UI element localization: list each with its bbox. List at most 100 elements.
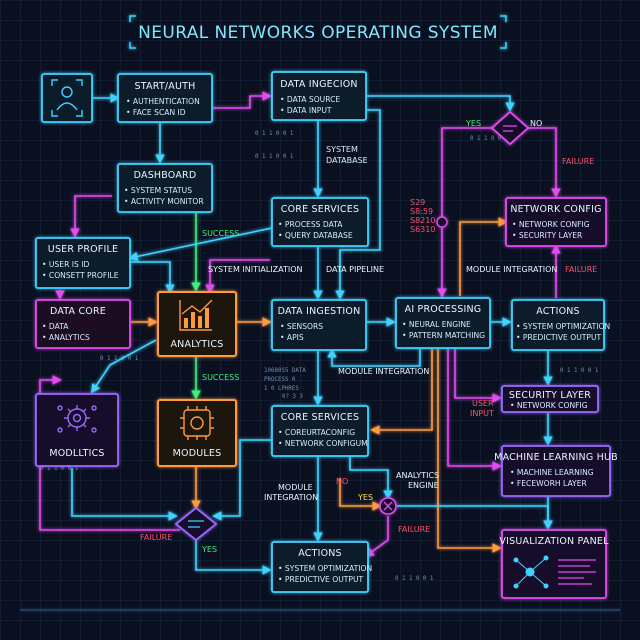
arrow-ai-to-visual [437, 348, 502, 553]
box-modlltics[interactable]: MODLLTICS [35, 393, 119, 467]
security-layer-item-1: • NETWORK CONFIG [510, 401, 588, 410]
core-services-mid-item-1: • COREURTACONFIG [278, 428, 355, 437]
user-profile-title: USER PROFILE [48, 244, 118, 255]
arrow-ai-to-netconfig [459, 217, 508, 296]
box-actions-bottom[interactable]: ACTIONS • SYSTEM OPTIMIZATION • PREDICTI… [271, 541, 372, 593]
start-auth-item-1: • AUTHENTICATION [126, 97, 200, 106]
code-text-1: 0 1 1 0 0 1 [255, 131, 294, 137]
box-ai-processing[interactable]: AI PROCESSING • NEURAL ENGINE • PATTERN … [395, 297, 491, 349]
label-data-pipeline: DATA PIPELINE [326, 265, 384, 274]
arrow-ai-back-ingestion [327, 348, 421, 367]
arrow-system-init [205, 259, 270, 294]
box-analytics[interactable]: ANALYTICS [157, 291, 237, 357]
ml-hub-item-1: • MACHINE LEARNING [510, 468, 594, 477]
box-modules[interactable]: MODULES [157, 399, 237, 467]
box-actions-right[interactable]: ACTIONS • SYSTEM OPTIMIZATION • PREDICTI… [511, 299, 610, 351]
arrow-modlltics-to-decision [71, 468, 178, 521]
ai-processing-item-1: • NEURAL ENGINE [402, 320, 471, 329]
box-core-services-mid[interactable]: CORE SERVICES • COREURTACONFIG • NETWORK… [271, 405, 369, 457]
label-no-top: NO [530, 119, 542, 128]
arrow-ai-to-coremid [370, 348, 433, 435]
box-data-ingestion[interactable]: DATA INGESTION • SENSORS • APIS [271, 299, 367, 351]
dashboard-item-2: • ACTIVITY MONITOR [124, 197, 204, 206]
user-profile-item-1: • USER IS ID [42, 260, 89, 269]
code-text-11: 0 1 1 0 0 1 [395, 576, 434, 582]
code-text-7: 0 1 1 0 0 1 [470, 136, 509, 142]
label-system-initialization: SYSTEM INITIALIZATION [208, 265, 303, 274]
modlltics-title: MODLLTICS [49, 448, 104, 459]
data-ingecion-title: DATA INGECION [280, 79, 357, 90]
actions-bottom-item-2: • PREDICTIVE OUTPUT [278, 575, 364, 584]
code-red-3: S8210 [410, 216, 435, 225]
box-start-auth[interactable]: START/AUTH • AUTHENTICATION • FACE SCAN … [117, 73, 213, 123]
box-ml-hub[interactable]: MACHINE LEARNING HUB • MACHINE LEARNING … [494, 445, 618, 497]
data-core-item-1: • DATA [42, 322, 69, 331]
label-module-integration-right: MODULE INTEGRATION [466, 265, 557, 274]
label-failure-left: FAILURE [140, 533, 172, 542]
decision-small-node [436, 216, 448, 228]
label-system: SYSTEM [326, 145, 358, 154]
code-snippets: 0 1 1 0 0 1 0 1 1 0 0 1 10680S5 DATA PRO… [40, 131, 599, 582]
label-failure-mid: FAILURE [398, 525, 430, 534]
network-config-item-2: • SECURITY LAYER [512, 231, 583, 240]
data-ingestion-item-1: • SENSORS [280, 322, 323, 331]
label-user: USER [472, 399, 494, 408]
box-security-layer[interactable]: SECURITY LAYER • NETWORK CONFIG [501, 385, 599, 413]
decision-x-node[interactable] [379, 497, 397, 515]
arrow-ingecion-to-decision [366, 95, 515, 112]
arrow-ai-to-mlhub [447, 348, 502, 471]
data-ingecion-item-2: • DATA INPUT [280, 106, 332, 115]
actions-right-item-1: • SYSTEM OPTIMIZATION [516, 322, 610, 331]
data-ingestion-item-2: • APIS [280, 333, 304, 342]
flow-labels: YES NO FAILURE SYSTEM DATABASE SUCCESS S… [140, 119, 597, 554]
analytics-chart-icon [179, 299, 213, 331]
label-input: INPUT [470, 409, 494, 418]
core-services-top-title: CORE SERVICES [281, 204, 359, 215]
data-ingestion-title: DATA INGESTION [278, 306, 361, 317]
analytics-title: ANALYTICS [170, 339, 223, 350]
gear-network-icon [57, 405, 97, 433]
arrow-analytics-to-modlltics [90, 339, 157, 394]
decision-diamond-bottom[interactable] [174, 506, 218, 542]
label-success-2: SUCCESS [202, 373, 239, 382]
actions-bottom-title: ACTIONS [298, 548, 342, 559]
box-core-services-top[interactable]: CORE SERVICES • PROCESS DATA • QUERY DAT… [271, 197, 369, 247]
box-network-config[interactable]: NETWORK CONFIG • NETWORK CONFIG • SECURI… [505, 197, 607, 247]
dashboard-item-1: • SYSTEM STATUS [124, 186, 192, 195]
actions-right-item-2: • PREDICTIVE OUTPUT [516, 333, 602, 342]
box-dashboard[interactable]: DASHBOARD • SYSTEM STATUS • ACTIVITY MON… [117, 163, 213, 213]
close-x-icon [383, 501, 393, 511]
label-no-mid: NO [336, 477, 348, 486]
arrow-ingecion-to-ingestion [335, 109, 381, 300]
start-auth-item-2: • FACE SCAN ID [126, 108, 186, 117]
box-visualization-panel[interactable]: VISUALIZATION PANEL [499, 529, 609, 599]
code-text-5: 1 0 LPHRES [264, 386, 299, 392]
actions-right-title: ACTIONS [536, 306, 580, 317]
data-ingecion-item-1: • DATA SOURCE [280, 95, 340, 104]
actions-bottom-item-1: • SYSTEM OPTIMIZATION [278, 564, 372, 573]
dashboard-title: DASHBOARD [134, 170, 197, 181]
arrow-core-to-profile [128, 227, 273, 262]
arrow-ai-to-security [454, 348, 502, 403]
label-analytics-engine-1: ANALYTICS [396, 471, 439, 480]
data-core-item-2: • ANALYTICS [42, 333, 90, 342]
code-text-2: 0 1 1 0 0 1 [255, 154, 294, 160]
network-config-title: NETWORK CONFIG [510, 204, 601, 215]
box-data-ingecion[interactable]: DATA INGECION • DATA SOURCE • DATA INPUT [271, 71, 367, 121]
code-red-1: S29 [410, 198, 425, 207]
code-text-8: 0 1 1 0 0 1 [40, 466, 79, 472]
label-yes-top: YES [465, 119, 481, 128]
user-profile-item-2: • CONSETT PROFILE [42, 271, 119, 280]
decision-diamond-top[interactable] [490, 110, 530, 146]
label-database: DATABASE [326, 156, 368, 165]
box-user-profile[interactable]: USER PROFILE • USER IS ID • CONSETT PROF… [35, 237, 131, 289]
start-auth-title: START/AUTH [135, 81, 196, 92]
modules-chip-icon [180, 406, 214, 440]
arrow-coremid-to-decision [212, 439, 272, 521]
arrow-decision-yes [437, 127, 495, 298]
label-yes-mid: YES [357, 493, 373, 502]
ml-hub-title: MACHINE LEARNING HUB [494, 452, 618, 463]
code-text-3: 10680S5 DATA [264, 368, 306, 374]
box-data-core[interactable]: DATA CORE • DATA • ANALYTICS [35, 299, 131, 349]
face-id-node[interactable] [41, 73, 93, 123]
